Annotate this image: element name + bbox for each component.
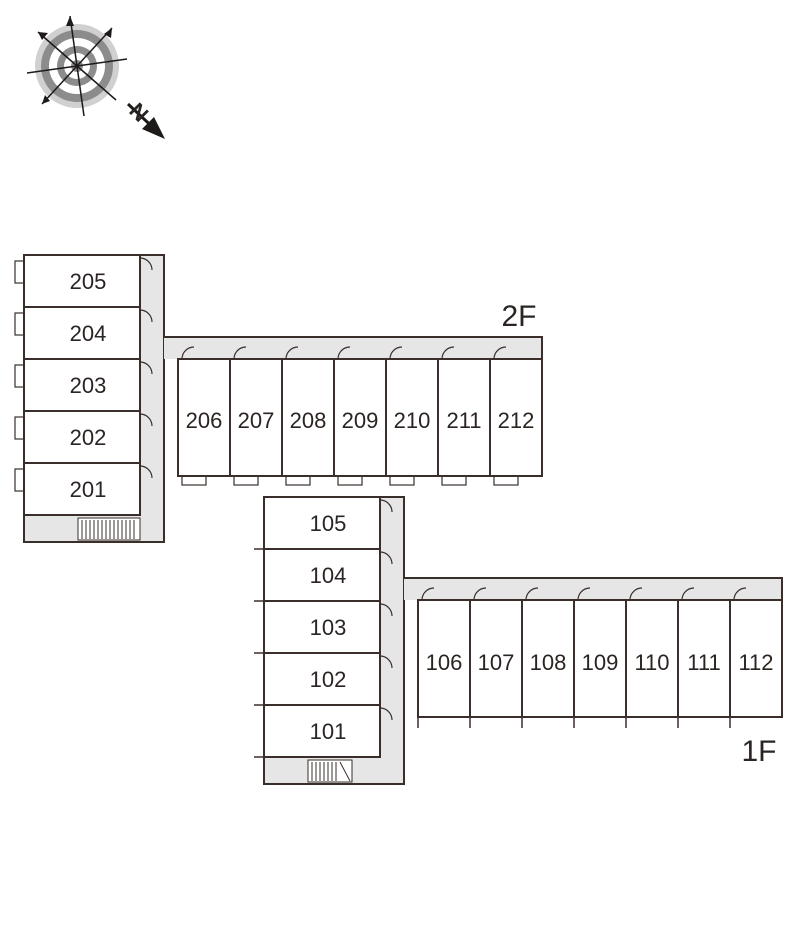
unit-label-103: 103	[310, 615, 347, 640]
floor-2-plan: 205 204 203 202 201	[14, 254, 543, 543]
unit-label-109: 109	[582, 650, 619, 675]
staircase-2f	[77, 517, 141, 541]
unit-107: 107	[469, 587, 523, 728]
unit-111: 111	[677, 587, 731, 728]
unit-label-210: 210	[394, 408, 431, 433]
unit-label-209: 209	[342, 408, 379, 433]
unit-label-212: 212	[498, 408, 535, 433]
unit-label-203: 203	[70, 373, 107, 398]
unit-label-204: 204	[70, 321, 107, 346]
unit-104: 104	[254, 548, 393, 602]
unit-203: 203	[14, 358, 153, 412]
unit-label-106: 106	[426, 650, 463, 675]
unit-label-112: 112	[738, 650, 773, 675]
unit-105: 105	[254, 496, 393, 550]
staircase-1f	[307, 759, 353, 783]
unit-label-107: 107	[478, 650, 515, 675]
unit-label-111: 111	[687, 650, 720, 675]
unit-208: 208	[281, 346, 335, 486]
unit-109: 109	[573, 587, 627, 728]
unit-label-110: 110	[634, 650, 669, 675]
unit-209: 209	[333, 346, 387, 486]
unit-label-201: 201	[70, 477, 107, 502]
unit-201: 201	[14, 462, 153, 516]
unit-label-102: 102	[310, 667, 347, 692]
unit-label-208: 208	[290, 408, 327, 433]
unit-206: 206	[177, 346, 231, 486]
floor-1-plan: 105 104 103 102 101	[254, 496, 783, 785]
unit-label-207: 207	[238, 408, 275, 433]
unit-108: 108	[521, 587, 575, 728]
unit-207: 207	[229, 346, 283, 486]
unit-211: 211	[437, 346, 491, 486]
unit-212: 212	[489, 346, 543, 486]
unit-210: 210	[385, 346, 439, 486]
floor-label-1f: 1F	[741, 735, 776, 768]
unit-103: 103	[254, 600, 393, 654]
unit-label-108: 108	[530, 650, 567, 675]
unit-110: 110	[625, 587, 679, 728]
unit-205: 205	[14, 254, 153, 308]
unit-204: 204	[14, 306, 153, 360]
unit-label-104: 104	[310, 563, 347, 588]
unit-101: 101	[254, 704, 393, 758]
unit-112: 112	[729, 587, 783, 728]
unit-label-211: 211	[446, 408, 481, 433]
unit-label-101: 101	[310, 719, 347, 744]
unit-102: 102	[254, 652, 393, 706]
floor-label-2f: 2F	[501, 300, 536, 333]
unit-label-105: 105	[310, 511, 347, 536]
unit-106: 106	[417, 587, 471, 728]
north-arrow-icon	[142, 117, 165, 139]
unit-202: 202	[14, 410, 153, 464]
compass-rose-icon: N	[26, 15, 165, 139]
unit-label-202: 202	[70, 425, 107, 450]
unit-label-206: 206	[186, 408, 223, 433]
unit-label-205: 205	[70, 269, 107, 294]
